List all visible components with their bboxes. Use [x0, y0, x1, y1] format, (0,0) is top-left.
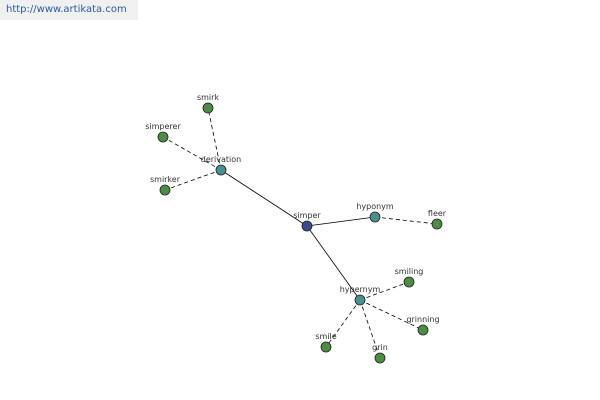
relation-node-hypernym[interactable]	[354, 294, 366, 306]
site-url-link[interactable]: http://www.artikata.com	[0, 0, 138, 20]
leaf-label-smirker: smirker	[150, 175, 181, 184]
edge-hypernym-smile	[325, 299, 361, 348]
relation-node-hyponym[interactable]	[369, 211, 381, 223]
leaf-label-grinning: grinning	[406, 315, 439, 324]
leaf-node-smile[interactable]	[320, 341, 332, 353]
edge-simper-hypernym	[306, 225, 361, 301]
edge-hypernym-grin	[359, 299, 381, 359]
leaf-node-simperer[interactable]	[157, 131, 169, 143]
relation-label-hyponym: hyponym	[356, 202, 394, 211]
relation-label-hypernym: hypernym	[340, 285, 381, 294]
center-node-simper[interactable]	[301, 220, 313, 232]
edge-derivation-smirker	[164, 169, 222, 191]
edge-simper-hyponym	[306, 216, 376, 227]
leaf-label-smile: smile	[315, 332, 336, 341]
leaf-node-fleer[interactable]	[431, 218, 443, 230]
edge-hypernym-grinning	[359, 299, 424, 331]
graph-labels: smirk simperer smirker derivation fleer hypon…	[145, 93, 447, 352]
leaf-label-simperer: simperer	[145, 122, 181, 131]
edge-simper-derivation	[220, 169, 308, 227]
leaf-node-grinning[interactable]	[417, 324, 429, 336]
leaf-node-smirk[interactable]	[202, 102, 214, 114]
edge-hyponym-fleer	[374, 216, 438, 225]
center-label-simper: simper	[293, 211, 321, 220]
edge-derivation-smirk	[207, 107, 222, 171]
graph-edges	[162, 107, 438, 359]
relation-node-derivation[interactable]	[215, 164, 227, 176]
edge-derivation-simperer	[162, 136, 222, 171]
leaf-node-smiling[interactable]	[403, 276, 415, 288]
graph-nodes	[157, 102, 443, 364]
leaf-node-grin[interactable]	[374, 352, 386, 364]
edge-hypernym-smiling	[359, 281, 410, 301]
leaf-node-smirker[interactable]	[159, 184, 171, 196]
leaf-label-fleer: fleer	[428, 209, 447, 218]
relation-label-derivation: derivation	[201, 155, 241, 164]
leaf-label-smiling: smiling	[395, 267, 424, 276]
leaf-label-grin: grin	[372, 343, 388, 352]
leaf-label-smirk: smirk	[197, 93, 219, 102]
